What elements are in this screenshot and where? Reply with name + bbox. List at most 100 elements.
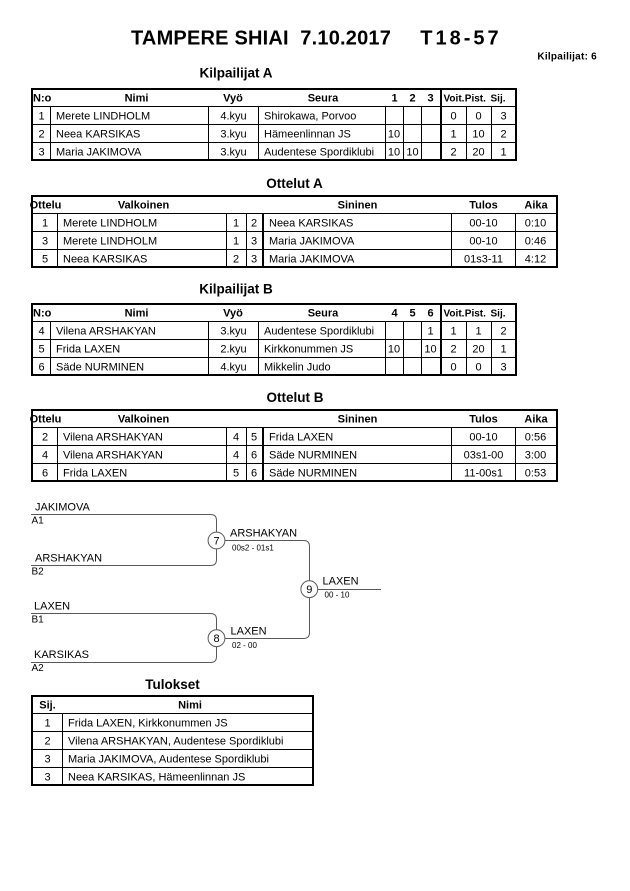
svg-text:00-10: 00-10 <box>469 218 497 230</box>
svg-text:Neea KARSIKAS: Neea KARSIKAS <box>63 254 147 266</box>
svg-text:Pist.: Pist. <box>465 309 486 320</box>
svg-text:Ottelu: Ottelu <box>30 414 62 426</box>
svg-text:Voit.: Voit. <box>444 94 465 105</box>
svg-text:Seura: Seura <box>308 93 339 105</box>
svg-text:Aika: Aika <box>524 200 548 212</box>
svg-text:Frida LAXEN, Kirkkonummen JS: Frida LAXEN, Kirkkonummen JS <box>68 718 228 730</box>
svg-text:6: 6 <box>427 308 433 320</box>
svg-text:Säde NURMINEN: Säde NURMINEN <box>56 362 144 374</box>
svg-text:Kilpailijat: 6: Kilpailijat: 6 <box>537 52 597 63</box>
svg-text:Tulos: Tulos <box>469 200 498 212</box>
svg-text:Seura: Seura <box>308 308 339 320</box>
svg-text:5: 5 <box>38 344 44 356</box>
svg-text:Sininen: Sininen <box>338 200 378 212</box>
svg-text:Maria JAKIMOVA, Audentese Spor: Maria JAKIMOVA, Audentese Spordiklubi <box>68 754 269 766</box>
svg-text:3: 3 <box>500 362 506 374</box>
svg-text:7: 7 <box>213 536 219 548</box>
svg-text:1: 1 <box>44 718 50 730</box>
svg-text:Frida LAXEN: Frida LAXEN <box>269 432 333 444</box>
svg-text:3: 3 <box>500 111 506 123</box>
svg-text:Vilena ARSHAKYAN, Audentese Sp: Vilena ARSHAKYAN, Audentese Spordiklubi <box>68 736 283 748</box>
svg-text:Neea KARSIKAS, Hämeenlinnan JS: Neea KARSIKAS, Hämeenlinnan JS <box>68 772 245 784</box>
svg-text:00-10: 00-10 <box>469 432 497 444</box>
svg-text:Valkoinen: Valkoinen <box>118 414 170 426</box>
svg-text:2: 2 <box>500 129 506 141</box>
svg-text:10: 10 <box>472 129 484 141</box>
svg-text:4: 4 <box>233 432 239 444</box>
svg-text:Neea KARSIKAS: Neea KARSIKAS <box>56 129 140 141</box>
svg-text:Maria JAKIMOVA: Maria JAKIMOVA <box>56 147 142 159</box>
svg-text:1: 1 <box>42 218 48 230</box>
svg-text:4: 4 <box>233 450 239 462</box>
svg-text:1: 1 <box>500 344 506 356</box>
svg-text:Merete LINDHOLM: Merete LINDHOLM <box>56 111 150 123</box>
svg-text:6: 6 <box>42 468 48 480</box>
svg-text:4.kyu: 4.kyu <box>220 111 246 123</box>
svg-text:Tulos: Tulos <box>469 414 498 426</box>
svg-text:T18-57: T18-57 <box>420 28 501 50</box>
svg-text:2: 2 <box>251 218 257 230</box>
svg-text:3.kyu: 3.kyu <box>220 326 246 338</box>
svg-text:Sij.: Sij. <box>491 94 506 105</box>
svg-text:Aika: Aika <box>524 414 548 426</box>
svg-text:2: 2 <box>500 326 506 338</box>
svg-text:Ottelut B: Ottelut B <box>267 390 324 405</box>
svg-text:Nimi: Nimi <box>125 308 149 320</box>
svg-text:Nimi: Nimi <box>178 700 202 712</box>
svg-text:00-10: 00-10 <box>469 236 497 248</box>
svg-text:00 - 10: 00 - 10 <box>325 591 350 600</box>
svg-text:Kilpailijat B: Kilpailijat B <box>199 282 273 297</box>
svg-text:2: 2 <box>42 432 48 444</box>
svg-text:6: 6 <box>251 450 257 462</box>
svg-text:2.kyu: 2.kyu <box>220 344 246 356</box>
svg-text:Vilena ARSHAKYAN: Vilena ARSHAKYAN <box>63 450 163 462</box>
svg-text:A1: A1 <box>32 516 45 527</box>
svg-text:Sij.: Sij. <box>491 309 506 320</box>
svg-text:Säde NURMINEN: Säde NURMINEN <box>269 450 357 462</box>
svg-text:1: 1 <box>427 326 433 338</box>
svg-text:1: 1 <box>475 326 481 338</box>
svg-text:2: 2 <box>450 147 456 159</box>
svg-text:KARSIKAS: KARSIKAS <box>34 649 89 661</box>
svg-text:2: 2 <box>409 93 415 105</box>
svg-text:01s3-11: 01s3-11 <box>464 254 503 266</box>
svg-text:1: 1 <box>233 218 239 230</box>
svg-text:0: 0 <box>450 362 456 374</box>
svg-text:Shirokawa, Porvoo: Shirokawa, Porvoo <box>264 111 356 123</box>
svg-text:Kirkkonummen JS: Kirkkonummen JS <box>264 344 353 356</box>
svg-text:0:53: 0:53 <box>525 468 546 480</box>
svg-text:Merete LINDHOLM: Merete LINDHOLM <box>63 218 157 230</box>
svg-text:10: 10 <box>406 147 418 159</box>
svg-text:6: 6 <box>251 468 257 480</box>
svg-text:B1: B1 <box>32 615 45 626</box>
svg-text:2: 2 <box>450 344 456 356</box>
svg-text:1: 1 <box>450 129 456 141</box>
svg-text:0:10: 0:10 <box>525 218 546 230</box>
svg-text:N:o: N:o <box>33 308 52 320</box>
svg-text:3: 3 <box>251 254 257 266</box>
svg-text:3: 3 <box>38 147 44 159</box>
svg-text:Valkoinen: Valkoinen <box>118 200 170 212</box>
svg-text:1: 1 <box>450 326 456 338</box>
svg-text:TAMPERE SHIAI 7.10.2017: TAMPERE SHIAI 7.10.2017 <box>131 28 391 50</box>
svg-text:00s2 - 01s1: 00s2 - 01s1 <box>232 544 274 553</box>
svg-text:3.kyu: 3.kyu <box>220 129 246 141</box>
svg-text:N:o: N:o <box>33 93 52 105</box>
svg-text:Frida LAXEN: Frida LAXEN <box>63 468 127 480</box>
svg-text:20: 20 <box>472 344 484 356</box>
svg-text:Hämeenlinnan JS: Hämeenlinnan JS <box>264 129 351 141</box>
svg-text:1: 1 <box>38 111 44 123</box>
svg-text:03s1-00: 03s1-00 <box>464 450 504 462</box>
svg-text:1: 1 <box>391 93 397 105</box>
svg-text:Audentese Spordiklubi: Audentese Spordiklubi <box>264 147 374 159</box>
svg-text:Vilena ARSHAKYAN: Vilena ARSHAKYAN <box>63 432 163 444</box>
svg-text:Ottelu: Ottelu <box>30 200 62 212</box>
svg-text:4.kyu: 4.kyu <box>220 362 246 374</box>
svg-text:2: 2 <box>38 129 44 141</box>
svg-text:4: 4 <box>42 450 48 462</box>
svg-text:0: 0 <box>475 362 481 374</box>
svg-text:3: 3 <box>251 236 257 248</box>
svg-text:5: 5 <box>251 432 257 444</box>
svg-text:JAKIMOVA: JAKIMOVA <box>35 502 90 514</box>
svg-text:Maria JAKIMOVA: Maria JAKIMOVA <box>269 254 355 266</box>
